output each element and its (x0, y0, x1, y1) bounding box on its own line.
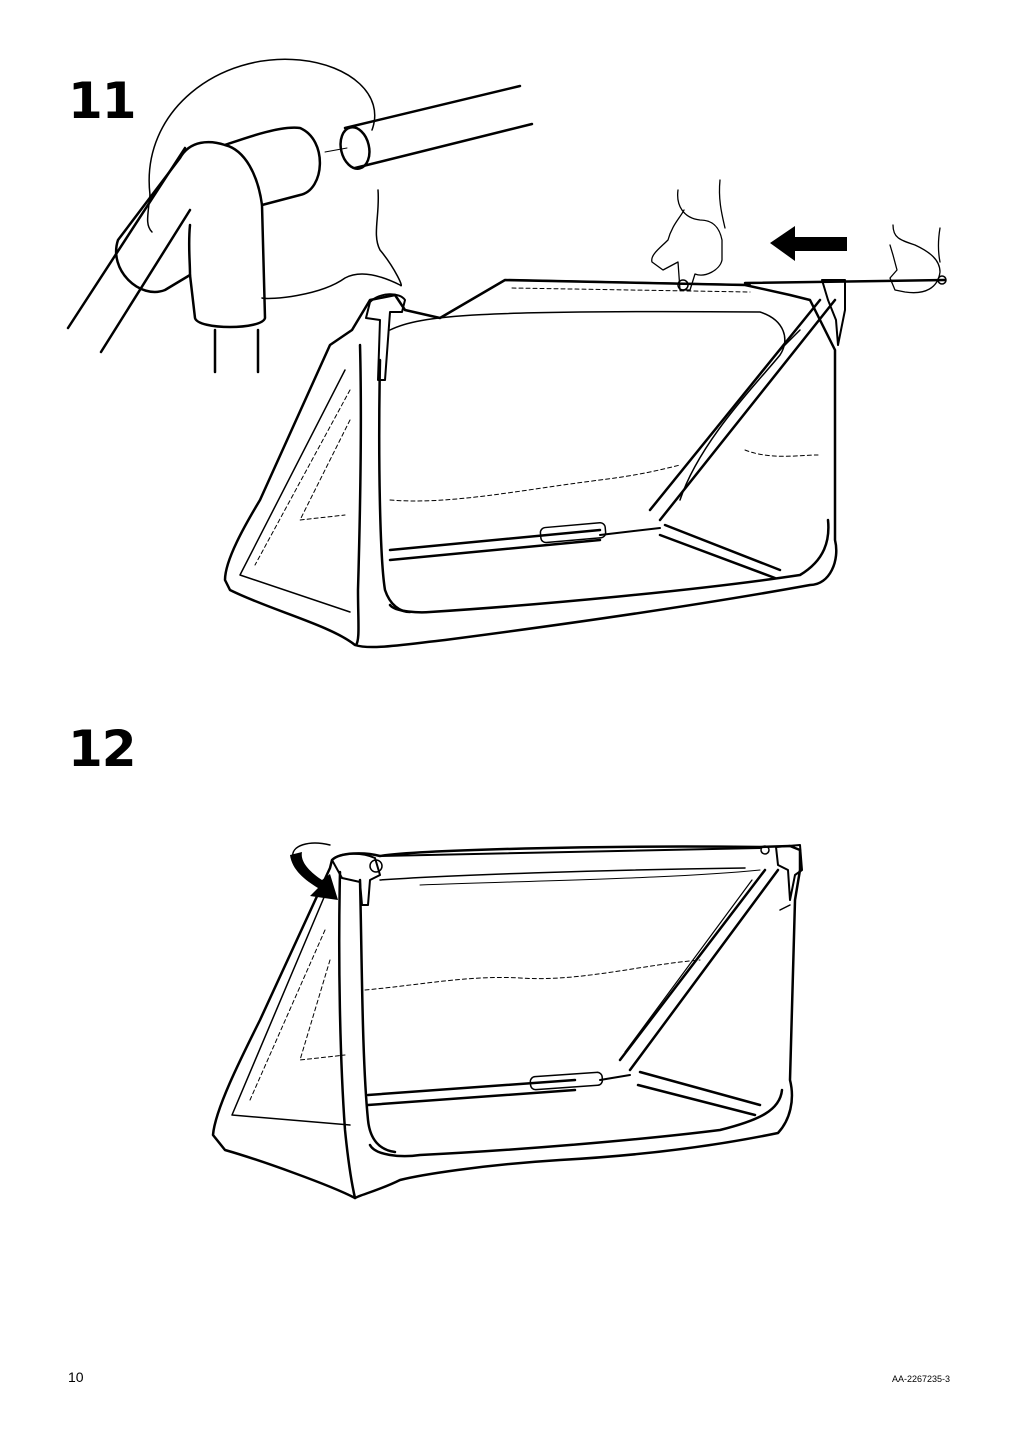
step-number-11: 11 (68, 72, 137, 130)
document-code: AA-2267235-3 (891, 1374, 950, 1384)
hands-step-11 (651, 179, 941, 294)
curved-arrow-icon (290, 842, 338, 900)
step-11-illustration (66, 58, 947, 649)
bed-frame-step-11 (223, 275, 947, 649)
connector-detail (66, 84, 534, 374)
page-number: 10 (68, 1369, 84, 1385)
arrow-left-icon (770, 226, 847, 261)
step-number-12: 12 (68, 720, 137, 778)
step-12-illustration (211, 842, 803, 1200)
bed-frame-step-12 (211, 844, 803, 1200)
zoom-detail-bubble (146, 58, 402, 300)
